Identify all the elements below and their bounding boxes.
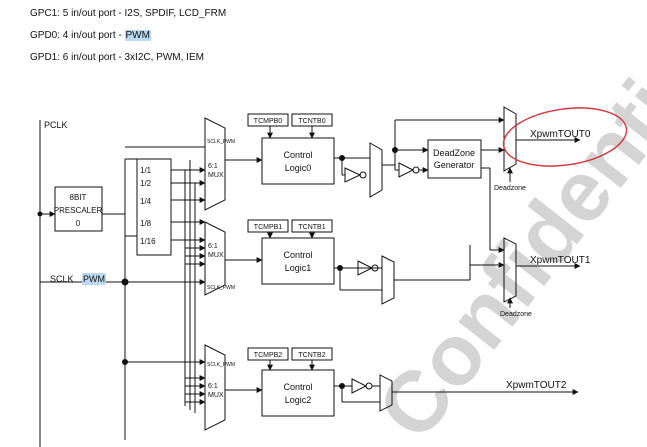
tcntb0-label: TCNTB0 xyxy=(298,118,325,125)
tcmpb2-label: TCMPB2 xyxy=(254,352,283,359)
divider-1-1: 1/1 xyxy=(140,166,152,175)
divider-1-2: 1/2 xyxy=(140,179,152,188)
tcmpb1-label: TCMPB1 xyxy=(254,224,283,231)
gpd0-highlight: PWM xyxy=(124,30,151,41)
divider-1-4: 1/4 xyxy=(140,197,152,206)
watermark: Confidential xyxy=(359,6,647,447)
sclk-pwm-label: PWM xyxy=(83,274,105,284)
deadzone-generator-label-1: DeadZone xyxy=(433,148,475,158)
deadzone-0-label: Deadzone xyxy=(494,185,526,192)
gpd0-line: GPD0: 4 in/out port - PWM xyxy=(30,30,151,42)
control-logic1-label-1: Control xyxy=(283,250,312,260)
control-logic0-label-2: Logic0 xyxy=(285,163,312,173)
prescaler-label-3: 0 xyxy=(76,219,81,228)
mux2-label-1: 6:1 xyxy=(208,383,218,390)
mux2-sclk-label: SCLK_PWM xyxy=(207,362,235,368)
xpwmtout2-label: XpwmTOUT2 xyxy=(506,380,567,391)
deadzone-1-label: Deadzone xyxy=(500,311,532,318)
mux1-label-2: MUX xyxy=(208,252,224,259)
mux2-label-2: MUX xyxy=(208,392,224,399)
mux0-sclk-label: SCLK_PWM xyxy=(207,139,235,145)
control-logic0-label-1: Control xyxy=(283,150,312,160)
mux0-label-2: MUX xyxy=(208,172,224,179)
mux1-sclk-label: SCLK_PWM xyxy=(207,285,235,291)
prescaler-label-2: PRESCALER xyxy=(54,206,103,215)
mux0-label-1: 6:1 xyxy=(208,163,218,170)
gpd0-text: GPD0: 4 in/out port - xyxy=(30,30,125,41)
prescaler-label-1: 8BIT xyxy=(70,193,87,202)
xpwmtout0-label: XpwmTOUT0 xyxy=(530,129,591,140)
sclk-label: SCLK xyxy=(50,274,74,284)
tcntb2-label: TCNTB2 xyxy=(298,352,325,359)
sclk-highlight-bg xyxy=(82,273,106,285)
tcntb1-label: TCNTB1 xyxy=(298,224,325,231)
divider-1-8: 1/8 xyxy=(140,219,152,228)
control-logic2-label-2: Logic2 xyxy=(285,395,312,405)
mux1-label-1: 6:1 xyxy=(208,243,218,250)
deadzone-generator-label-2: Generator xyxy=(434,160,475,170)
xpwmtout1-label: XpwmTOUT1 xyxy=(530,255,591,266)
control-logic2-label-1: Control xyxy=(283,382,312,392)
tcmpb0-label: TCMPB0 xyxy=(254,118,283,125)
pclk-label: PCLK xyxy=(44,120,68,130)
gpc1-line: GPC1: 5 in/out port - I2S, SPDIF, LCD_FR… xyxy=(30,8,227,19)
annotation-circle xyxy=(502,107,628,167)
divider-1-16: 1/16 xyxy=(140,237,156,246)
gpd1-line: GPD1: 6 in/out port - 3xI2C, PWM, IEM xyxy=(30,52,204,63)
control-logic1-label-2: Logic1 xyxy=(285,263,312,273)
